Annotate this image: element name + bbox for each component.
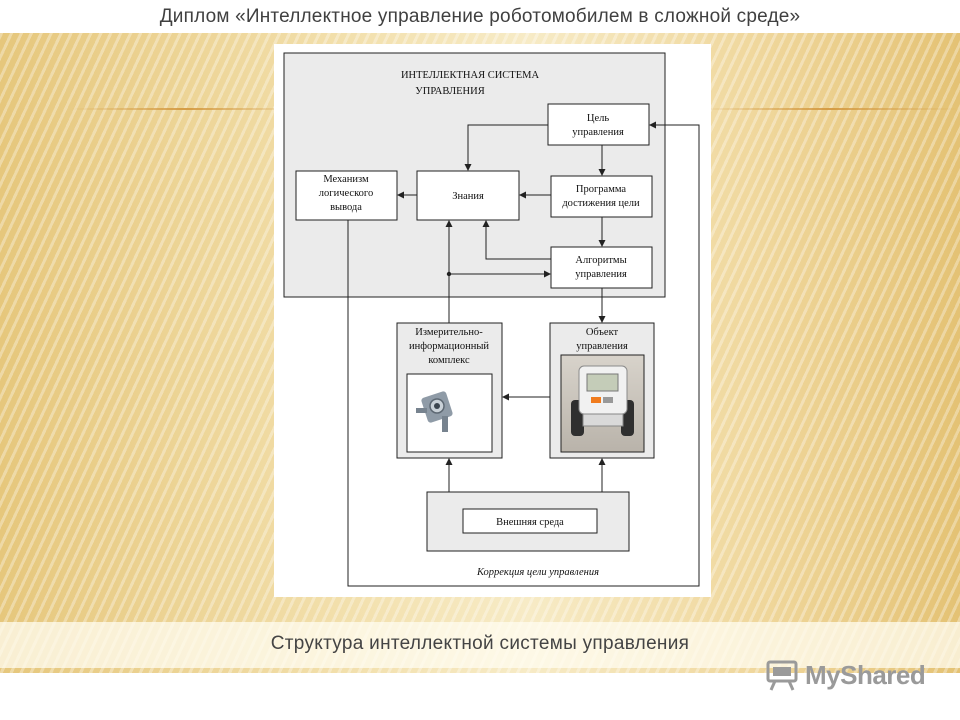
algorithms-label-line1: Алгоритмы bbox=[575, 255, 626, 266]
knowledge-label: Знания bbox=[452, 191, 484, 202]
inference-label-line3: вывода bbox=[330, 202, 362, 213]
diagram-figure: ИНТЕЛЛЕКТНАЯ СИСТЕМА УПРАВЛЕНИЯ Цель упр… bbox=[274, 44, 711, 597]
correction-label: Коррекция цели управления bbox=[476, 567, 599, 578]
watermark-text: MyShared bbox=[805, 659, 926, 690]
goal-label-line1: Цель bbox=[587, 113, 609, 124]
connectors bbox=[347, 121, 700, 587]
knowledge-box bbox=[416, 170, 520, 221]
robot-icon bbox=[571, 365, 634, 436]
inference-label-line1: Механизм bbox=[323, 174, 369, 185]
caption-band bbox=[0, 622, 960, 668]
program-label-line1: Программа bbox=[576, 184, 627, 195]
diagram-svg: ИНТЕЛЛЕКТНАЯ СИСТЕМА УПРАВЛЕНИЯ Цель упр… bbox=[283, 52, 700, 587]
watermark: MyShared bbox=[765, 655, 926, 695]
arrow-algorithms-to-knowledge bbox=[482, 220, 551, 260]
inference-label-line2: логического bbox=[319, 188, 373, 199]
sensor-icon bbox=[416, 391, 453, 432]
algorithms-box bbox=[550, 246, 653, 289]
system-title-line2: УПРАВЛЕНИЯ bbox=[415, 86, 484, 97]
object-label-line2: управления bbox=[576, 341, 628, 352]
goal-label-line2: управления bbox=[572, 127, 624, 138]
measuring-label-line3: комплекс bbox=[428, 355, 470, 366]
system-title-line1: ИНТЕЛЛЕКТНАЯ СИСТЕМА bbox=[401, 70, 539, 81]
arrow-correction-loop bbox=[347, 121, 700, 587]
measuring-label-line1: Измерительно- bbox=[415, 327, 483, 338]
environment-label: Внешняя среда bbox=[496, 517, 564, 528]
slide-caption: Структура интеллектной системы управлени… bbox=[270, 633, 690, 654]
object-label-line1: Объект bbox=[586, 327, 619, 338]
junction-dot bbox=[446, 271, 452, 277]
inference-box bbox=[295, 170, 398, 221]
environment-box bbox=[462, 508, 598, 534]
program-label-line2: достижения цели bbox=[562, 198, 640, 209]
slide-title: Диплом «Интеллектное управление роботомо… bbox=[159, 6, 801, 27]
goal-box bbox=[547, 103, 650, 146]
decorative-line-right bbox=[700, 108, 960, 110]
bottom-strip bbox=[0, 673, 960, 720]
presentation-board-icon bbox=[766, 660, 798, 691]
decorative-line-left bbox=[70, 108, 300, 110]
program-box bbox=[550, 175, 653, 218]
algorithms-label-line2: управления bbox=[575, 269, 627, 280]
arrow-goal-to-knowledge bbox=[464, 124, 548, 171]
measuring-label-line2: информационный bbox=[409, 341, 489, 352]
